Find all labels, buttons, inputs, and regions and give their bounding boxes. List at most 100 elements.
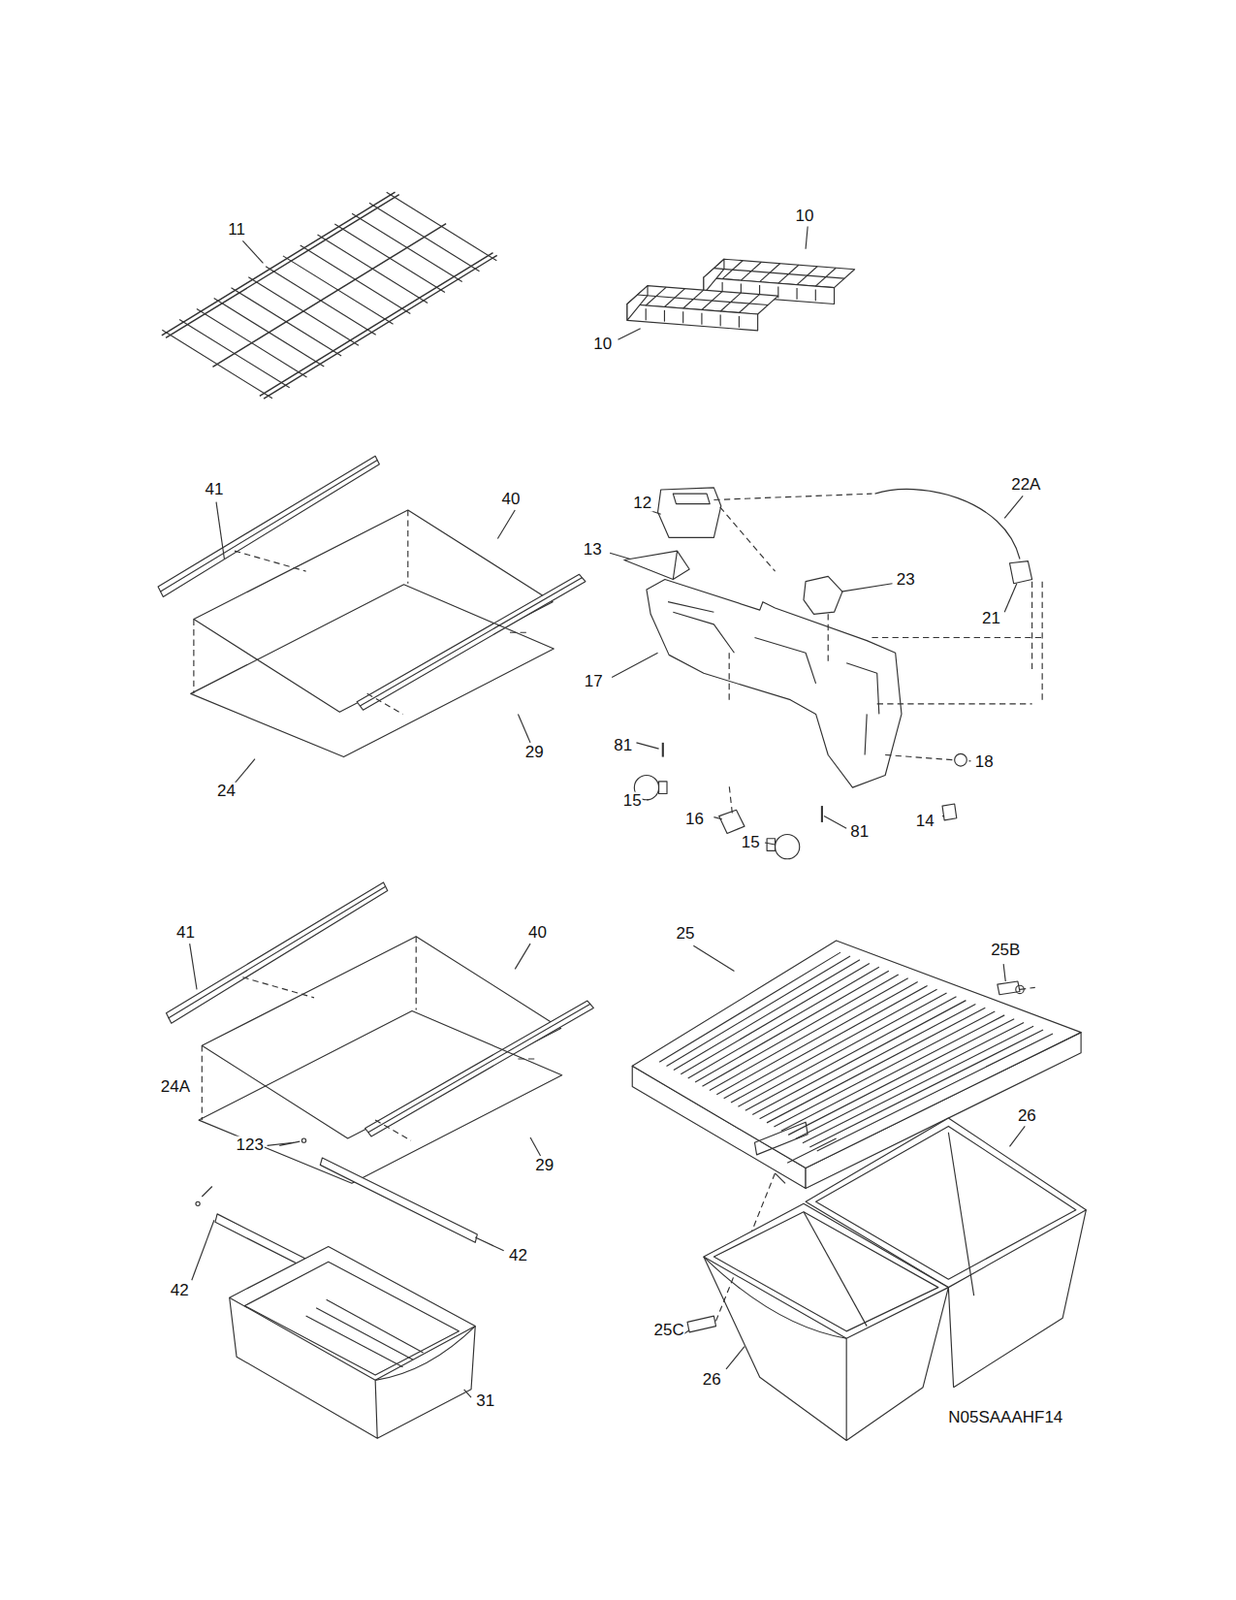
callout-number: 123	[235, 1136, 265, 1155]
dashed-guide	[367, 693, 404, 714]
part-line	[802, 1025, 1034, 1142]
part-outline	[646, 579, 902, 789]
part-outline	[375, 1326, 476, 1381]
part-outline	[703, 1256, 949, 1440]
leader-line	[635, 742, 659, 749]
part-line	[760, 1003, 977, 1118]
part-line	[161, 329, 273, 398]
part-line	[815, 289, 817, 302]
callout-number: 25C	[653, 1320, 686, 1339]
leader-line	[646, 798, 649, 800]
part-outline	[703, 1256, 847, 1338]
part-line	[161, 191, 396, 336]
leader-line	[216, 502, 224, 560]
callout-number: 24A	[159, 1077, 191, 1097]
part-outline	[713, 1211, 938, 1332]
part-line	[179, 318, 290, 387]
dashed-guide	[728, 652, 730, 704]
callout-number: 16	[684, 809, 705, 828]
callout-number: 14	[915, 812, 936, 831]
dashed-guide	[192, 619, 194, 695]
callout-number: 18	[974, 753, 995, 772]
callout-number: 29	[524, 743, 545, 762]
callout-number: 29	[534, 1156, 555, 1175]
part-outline	[754, 1121, 808, 1155]
screw	[301, 1138, 306, 1142]
callout-number: 81	[849, 823, 870, 842]
part-outline	[244, 1261, 459, 1375]
leader-line	[191, 1219, 215, 1280]
leader-line	[841, 583, 893, 592]
part-line	[214, 298, 325, 367]
callout-number: 41	[175, 922, 196, 942]
part-line	[809, 1029, 1044, 1147]
part-line	[745, 996, 957, 1111]
leader-line	[824, 816, 847, 829]
screw	[195, 1201, 200, 1205]
part-line	[788, 1018, 1015, 1136]
part-outline	[687, 1315, 716, 1332]
leader-line	[517, 713, 531, 742]
part-line	[368, 1003, 591, 1133]
part-outline	[229, 1246, 476, 1381]
part-line	[720, 314, 722, 326]
part-line	[369, 202, 480, 271]
part-line	[752, 1000, 966, 1115]
callout-number: 81	[612, 736, 634, 756]
leader-line	[713, 817, 722, 820]
callout-number: 23	[895, 570, 917, 589]
leader-line	[611, 652, 658, 677]
dashed-guide	[517, 1057, 539, 1059]
leader-line	[464, 1389, 472, 1397]
leader-line	[267, 1141, 294, 1145]
leader-line	[1009, 1125, 1025, 1146]
leader-line	[942, 815, 945, 817]
drawing-code: N05SAAAHF14	[947, 1408, 1064, 1427]
part-line	[316, 1307, 413, 1361]
part-line	[948, 1132, 974, 1296]
leader-line	[764, 842, 776, 845]
part-line	[662, 742, 665, 758]
dashed-guide	[1042, 581, 1044, 704]
part-line	[716, 982, 918, 1095]
part-line	[737, 992, 947, 1107]
callout-number: 17	[583, 671, 604, 691]
part-line	[230, 287, 342, 356]
part-line	[803, 1211, 867, 1327]
part-line	[196, 308, 308, 377]
part-line	[248, 277, 359, 346]
callout-number: 25	[674, 923, 696, 943]
dashed-guide	[877, 702, 1033, 704]
callout-number: 26	[701, 1370, 723, 1390]
part-line	[664, 310, 666, 322]
callout-number: 21	[981, 608, 1002, 628]
part-line	[306, 1315, 404, 1367]
dashed-guide	[509, 632, 531, 634]
callout-number: 41	[203, 480, 224, 500]
leader-line	[1004, 495, 1023, 518]
callout-number: 26	[1016, 1107, 1038, 1126]
part-line	[659, 951, 841, 1062]
callout-number: 31	[475, 1392, 496, 1411]
leader-line	[805, 226, 808, 250]
part-line	[263, 254, 498, 399]
part-outline	[1009, 561, 1032, 584]
leader-line	[242, 240, 263, 263]
part-outline	[703, 258, 725, 294]
part-line	[201, 1185, 213, 1197]
part-outline	[229, 1297, 476, 1438]
callout-number: 40	[527, 922, 548, 942]
callout-number: 24	[216, 782, 237, 801]
wire	[875, 488, 1020, 559]
part-outline	[775, 1138, 837, 1183]
dashed-guide	[1019, 986, 1036, 989]
leader-line	[968, 760, 971, 761]
part-outline	[201, 936, 561, 1139]
callout-number: 25B	[989, 941, 1021, 960]
part-line	[680, 963, 870, 1075]
dashed-guide	[720, 507, 776, 571]
part-outline	[193, 509, 553, 712]
part-outline	[198, 1011, 563, 1184]
part-outline	[190, 584, 555, 758]
